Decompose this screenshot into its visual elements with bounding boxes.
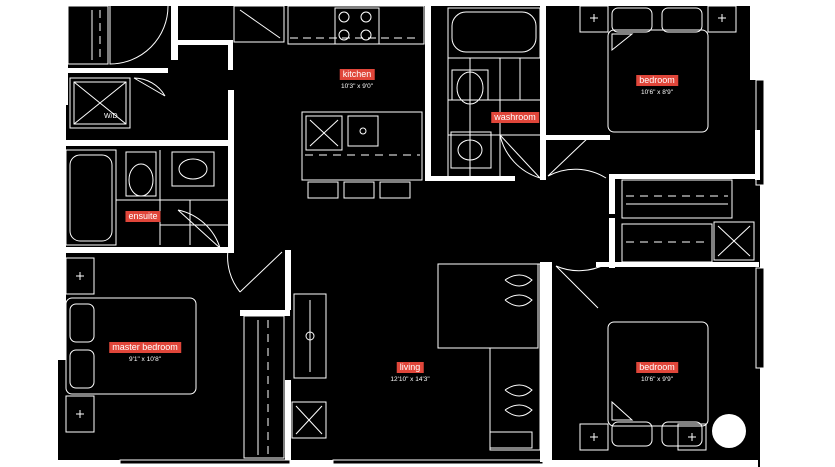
ensuite-door-swing — [177, 209, 221, 249]
master-door-swing — [227, 249, 283, 293]
living-furniture — [291, 263, 541, 451]
washroom-door-swing — [499, 134, 541, 179]
kitchen-island — [301, 111, 423, 199]
bedroom-top-furniture — [579, 5, 737, 133]
bedroom-bottom-label: bedroom — [636, 362, 678, 373]
bedroom-top-dims: 10'6" x 8'9" — [640, 89, 674, 96]
bedroom-top-label: bedroom — [636, 75, 678, 86]
master-closet — [243, 315, 285, 459]
laundry-label: W/D — [104, 113, 118, 120]
sofa — [489, 263, 541, 451]
bedroom-top-door-swing — [547, 135, 607, 179]
ensuite-label: ensuite — [125, 211, 161, 222]
master-bedroom-label: master bedroom — [109, 342, 181, 353]
washroom-fixtures — [447, 7, 541, 178]
windows — [119, 79, 765, 465]
interior-walls — [66, 0, 760, 462]
bedroom-bottom-dims: 10'6" x 9'9" — [640, 376, 674, 383]
column-marker — [712, 414, 746, 448]
kitchen-counters — [233, 5, 425, 45]
living-label: living — [396, 362, 424, 373]
laundry-door-swing — [133, 77, 166, 97]
master-bedroom-furniture — [65, 257, 197, 433]
tv-console — [293, 293, 327, 379]
entry-closet — [67, 5, 109, 65]
cooktop — [334, 7, 380, 45]
bedroom-bottom-door-swing — [555, 263, 607, 309]
master-bedroom-dims: 9'1" x 10'8" — [128, 356, 162, 363]
laundry-closet — [69, 77, 131, 129]
ottoman — [437, 263, 539, 349]
washroom-label: washroom — [491, 112, 539, 123]
bedroom-bottom-furniture — [555, 263, 746, 451]
entry-door-swing — [109, 5, 169, 65]
right-closets — [621, 179, 755, 263]
ensuite-fixtures — [65, 149, 228, 246]
living-dims: 12'10" x 14'3" — [390, 376, 430, 383]
kitchen-label: kitchen — [339, 69, 375, 80]
kitchen-dims: 10'3" x 9'0" — [340, 83, 374, 90]
